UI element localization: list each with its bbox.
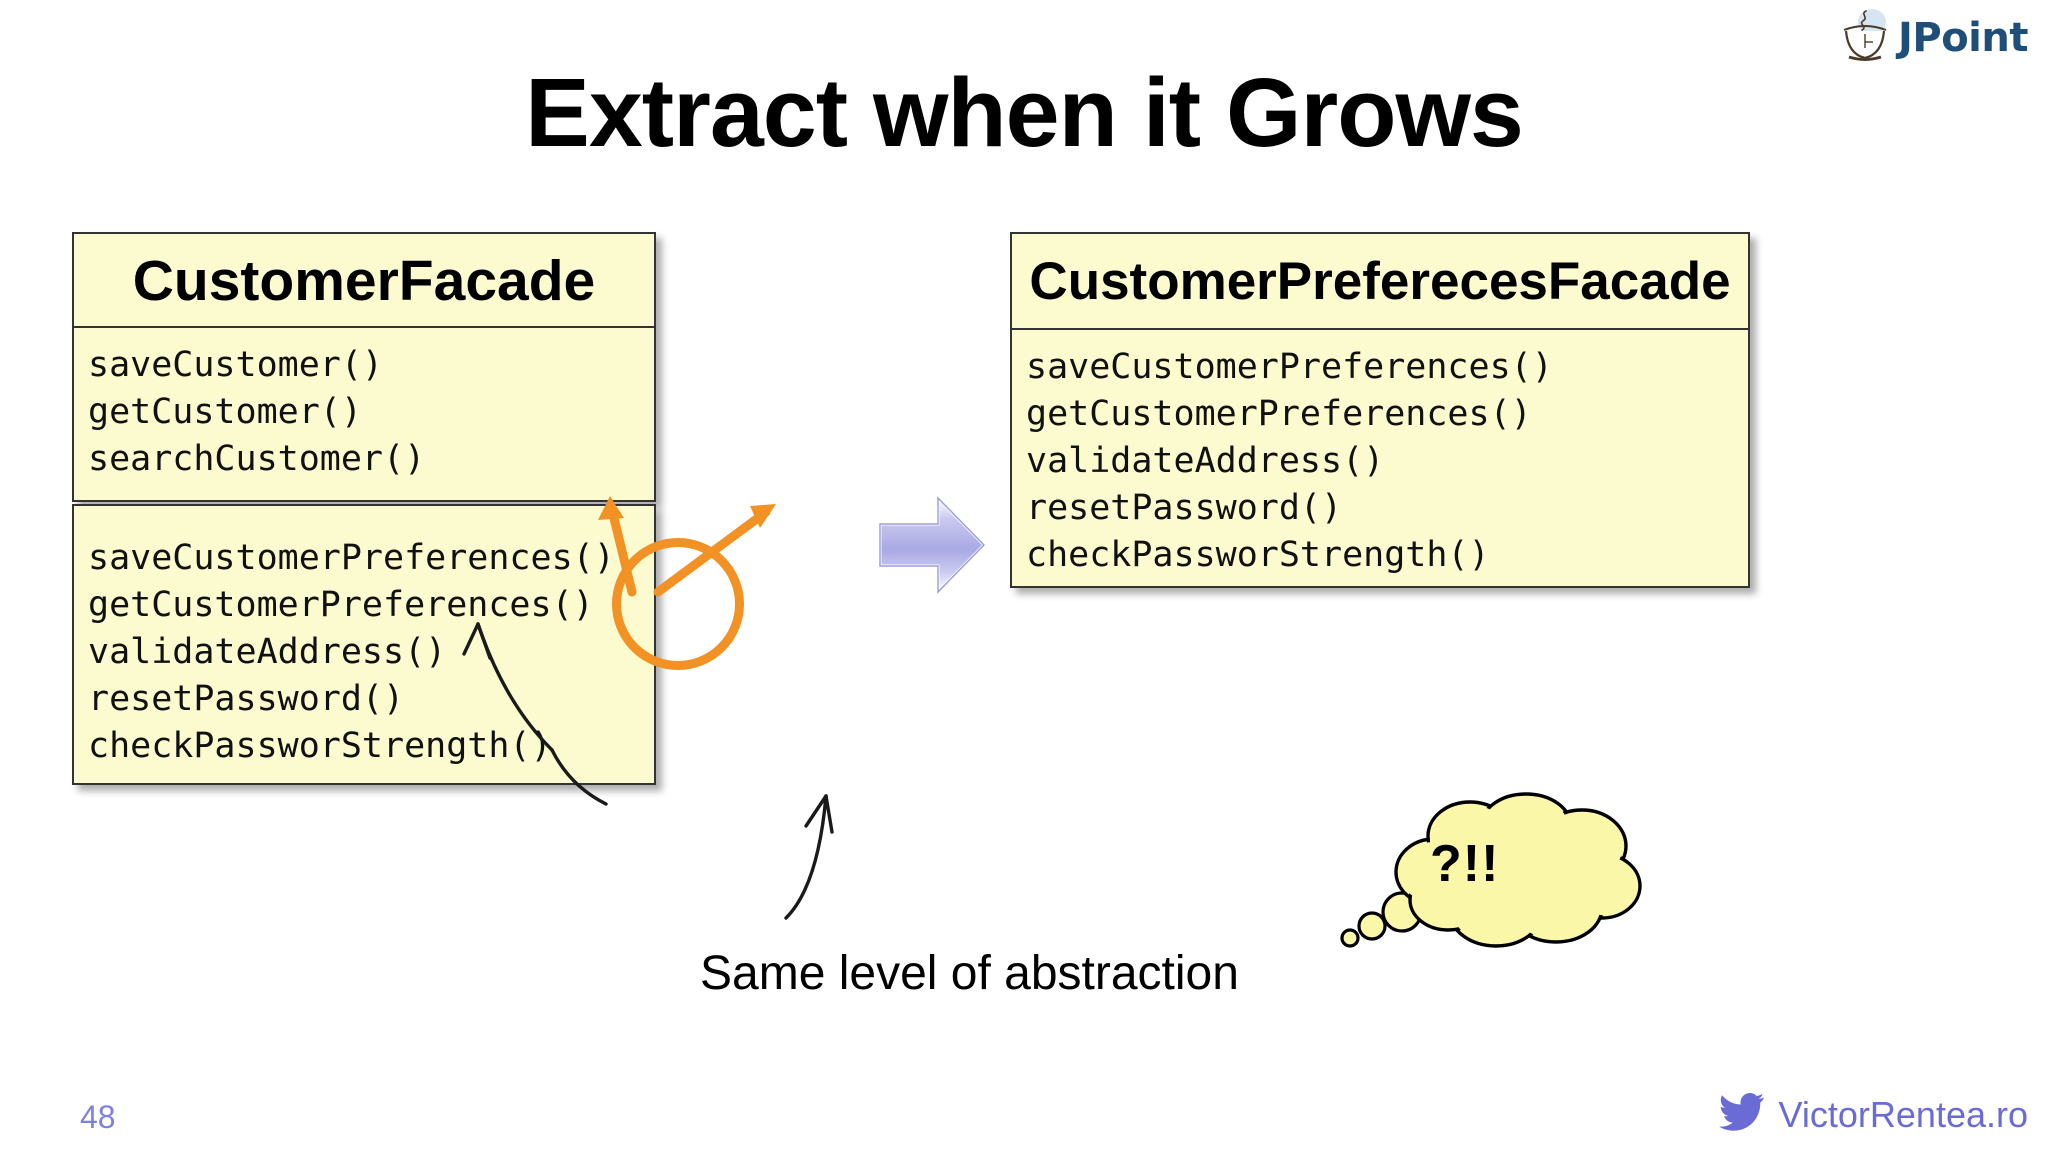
uml-method-list-right: saveCustomerPreferences() getCustomerPre… xyxy=(1012,330,1748,579)
orange-circle-highlight-icon xyxy=(612,538,744,670)
handdrawn-pointer-arrows xyxy=(420,600,1180,930)
coffee-cup-icon xyxy=(1836,8,1894,67)
uml-method-list-left-secondary: saveCustomerPreferences() getCustomerPre… xyxy=(74,506,654,770)
uml-method: saveCustomerPreferences() xyxy=(88,538,615,578)
uml-method-list-left-primary: saveCustomer() getCustomer() searchCusto… xyxy=(74,328,654,483)
uml-method: validateAddress() xyxy=(1026,441,1385,481)
jpoint-logo: JPoint xyxy=(1836,8,2029,67)
thought-bubble-text: ?!! xyxy=(1430,835,1500,893)
uml-method: searchCustomer() xyxy=(88,439,426,479)
uml-method: validateAddress() xyxy=(88,632,447,672)
uml-class-customer-facade-extra-methods: saveCustomerPreferences() getCustomerPre… xyxy=(72,504,656,785)
right-arrow-icon xyxy=(872,490,992,600)
footer-site-label: VictorRentea.ro xyxy=(1778,1093,2028,1135)
uml-method: saveCustomer() xyxy=(88,345,384,385)
uml-method: getCustomer() xyxy=(88,392,362,432)
uml-method: checkPassworStrength() xyxy=(88,726,552,766)
uml-method: saveCustomerPreferences() xyxy=(1026,347,1553,387)
page-title: Extract when it Grows xyxy=(525,58,1524,167)
uml-class-customer-preferences-facade: CustomerPreferecesFacade saveCustomerPre… xyxy=(1010,232,1750,588)
twitter-bird-icon xyxy=(1718,1093,1765,1136)
uml-method: resetPassword() xyxy=(88,679,405,719)
uml-method: checkPassworStrength() xyxy=(1026,535,1490,575)
jpoint-logo-text: JPoint xyxy=(1898,14,2029,61)
footer-credit: VictorRentea.ro xyxy=(1718,1093,2028,1136)
page-number: 48 xyxy=(80,1099,116,1135)
uml-class-customer-facade: CustomerFacade saveCustomer() getCustome… xyxy=(72,232,656,502)
thought-bubble-icon xyxy=(1330,790,1660,970)
uml-class-name-right: CustomerPreferecesFacade xyxy=(1012,234,1748,330)
uml-method: getCustomerPreferences() xyxy=(1026,394,1532,434)
abstraction-level-caption: Same level of abstraction xyxy=(700,947,1239,1000)
uml-method: getCustomerPreferences() xyxy=(88,585,594,625)
uml-method: resetPassword() xyxy=(1026,488,1343,528)
uml-class-name-left: CustomerFacade xyxy=(74,234,654,328)
